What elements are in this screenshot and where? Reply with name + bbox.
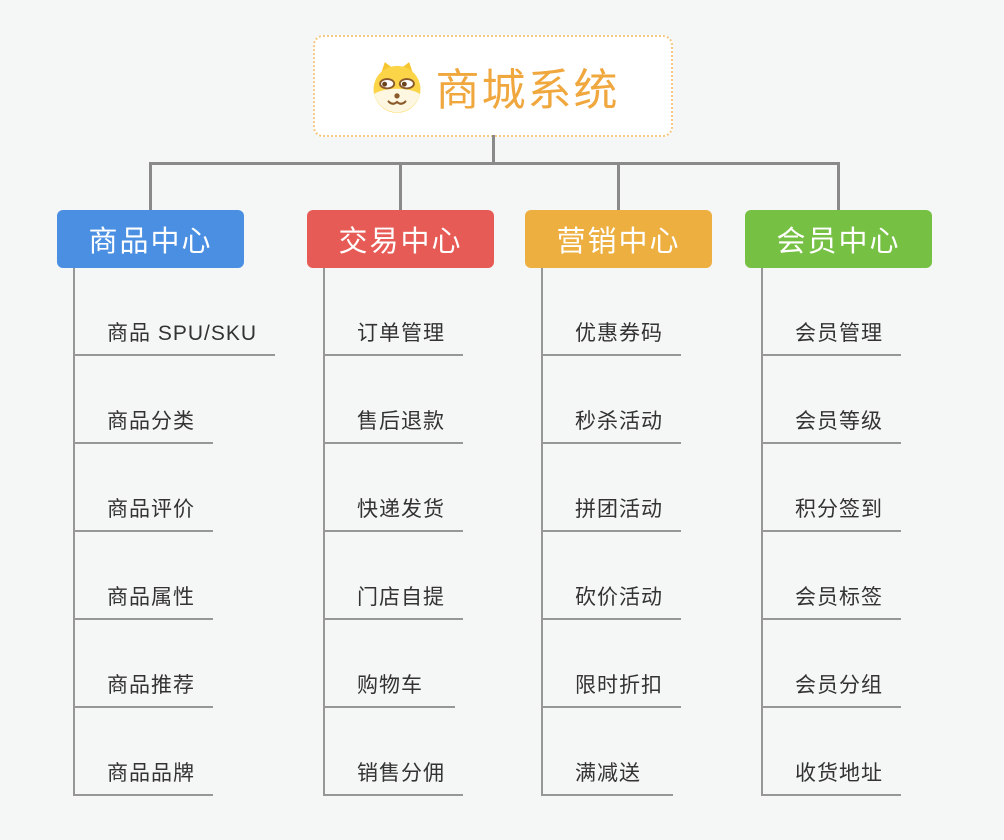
connector-drop-member [837,163,840,210]
child-topic[interactable]: 商品 SPU/SKU [75,268,276,356]
branch-marketing-center: 营销中心 优惠券码 秒杀活动 拼团活动 砍价活动 限时折扣 满减送 [525,210,765,796]
branch-trade-children: 订单管理 售后退款 快递发货 门店自提 购物车 销售分佣 [323,268,463,796]
branch-topic-trade[interactable]: 交易中心 [307,210,494,268]
child-topic[interactable]: 收货地址 [763,708,901,796]
child-topic[interactable]: 会员标签 [763,532,901,620]
child-topic[interactable]: 快递发货 [325,444,463,532]
child-topic[interactable]: 售后退款 [325,356,463,444]
child-topic[interactable]: 商品属性 [75,532,213,620]
connector-root-drop [492,135,495,164]
child-topic[interactable]: 购物车 [325,620,455,708]
root-title: 商城系统 [435,66,620,115]
child-topic[interactable]: 积分签到 [763,444,901,532]
branch-topic-product[interactable]: 商品中心 [57,210,244,268]
child-topic[interactable]: 秒杀活动 [543,356,681,444]
child-topic[interactable]: 优惠券码 [543,268,681,356]
child-topic[interactable]: 限时折扣 [543,620,681,708]
branch-member-center: 会员中心 会员管理 会员等级 积分签到 会员标签 会员分组 收货地址 [745,210,985,796]
branch-trade-center: 交易中心 订单管理 售后退款 快递发货 门店自提 购物车 销售分佣 [307,210,547,796]
child-topic[interactable]: 订单管理 [325,268,463,356]
child-topic[interactable]: 门店自提 [325,532,463,620]
child-topic[interactable]: 商品分类 [75,356,213,444]
child-topic[interactable]: 销售分佣 [325,708,463,796]
doge-face-icon [373,61,420,113]
branch-member-children: 会员管理 会员等级 积分签到 会员标签 会员分组 收货地址 [761,268,901,796]
child-topic[interactable]: 商品评价 [75,444,213,532]
child-topic[interactable]: 拼团活动 [543,444,681,532]
child-topic[interactable]: 商品推荐 [75,620,213,708]
connector-drop-product [149,163,152,210]
child-topic[interactable]: 砍价活动 [543,532,681,620]
root-topic[interactable]: 商城系统 [313,35,673,137]
connector-drop-trade [399,163,402,210]
connector-drop-marketing [617,163,620,210]
branch-topic-marketing[interactable]: 营销中心 [525,210,712,268]
child-topic[interactable]: 会员管理 [763,268,901,356]
child-topic[interactable]: 会员等级 [763,356,901,444]
child-topic[interactable]: 商品品牌 [75,708,213,796]
branch-marketing-children: 优惠券码 秒杀活动 拼团活动 砍价活动 限时折扣 满减送 [541,268,681,796]
branch-product-center: 商品中心 商品 SPU/SKU 商品分类 商品评价 商品属性 商品推荐 商品品牌 [57,210,297,796]
connector-bus [149,162,840,165]
child-topic[interactable]: 会员分组 [763,620,901,708]
branch-topic-member[interactable]: 会员中心 [745,210,932,268]
branch-product-children: 商品 SPU/SKU 商品分类 商品评价 商品属性 商品推荐 商品品牌 [73,268,276,796]
child-topic[interactable]: 满减送 [543,708,673,796]
